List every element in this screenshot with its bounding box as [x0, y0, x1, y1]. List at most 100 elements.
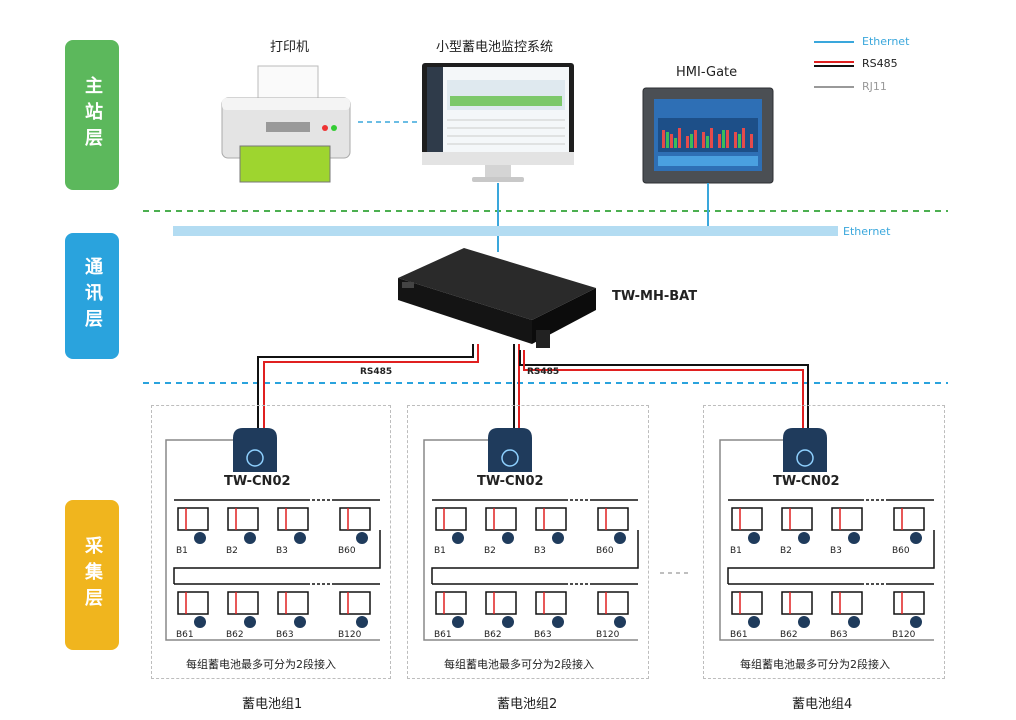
battery-label: B60	[892, 546, 910, 556]
battery-sensor-icon	[614, 616, 626, 628]
collector-status-icon	[796, 449, 814, 467]
battery-frame	[177, 591, 209, 615]
hmi-gate-icon	[642, 87, 774, 184]
battery-sensor-icon	[552, 616, 564, 628]
battery-label: B61	[434, 630, 452, 640]
battery-frame	[781, 591, 813, 615]
group-note-2: 每组蓄电池最多可分为2段接入	[444, 658, 594, 671]
battery-sensor-icon	[244, 532, 256, 544]
battery-frame	[831, 507, 863, 531]
battery-label: B3	[276, 546, 288, 556]
battery-sensor-icon	[356, 532, 368, 544]
battery-label: B1	[434, 546, 446, 556]
ethernet-bus	[173, 226, 838, 236]
group-note-4: 每组蓄电池最多可分为2段接入	[740, 658, 890, 671]
battery-sensor-icon	[848, 616, 860, 628]
collector-label-1: TW-CN02	[224, 474, 291, 489]
battery-label: B61	[730, 630, 748, 640]
row-link-wire	[431, 530, 639, 584]
battery-sensor-icon	[356, 616, 368, 628]
battery-label: B62	[780, 630, 798, 640]
battery-sensor-icon	[910, 616, 922, 628]
battery-frame	[277, 591, 309, 615]
battery-label: B1	[176, 546, 188, 556]
monitor-label: 小型蓄电池监控系统	[436, 40, 554, 55]
layer-tab-master: 主站层	[65, 40, 119, 190]
group-name-4: 蓄电池组4	[792, 697, 853, 712]
battery-sensor-icon	[798, 616, 810, 628]
battery-group-box-4	[703, 405, 945, 679]
battery-frame	[435, 507, 467, 531]
gateway-device-icon	[398, 248, 596, 348]
battery-label: B1	[730, 546, 742, 556]
battery-frame	[485, 591, 517, 615]
battery-frame	[597, 507, 629, 531]
rj11-bus	[423, 439, 638, 641]
row-link-wire	[727, 530, 935, 584]
battery-sensor-icon	[294, 616, 306, 628]
battery-label: B61	[176, 630, 194, 640]
battery-label: B2	[780, 546, 792, 556]
battery-label: B3	[830, 546, 842, 556]
collector-label-2: TW-CN02	[477, 474, 544, 489]
battery-frame	[781, 507, 813, 531]
rj11-bus	[719, 439, 934, 641]
battery-sensor-icon	[748, 532, 760, 544]
battery-frame	[435, 591, 467, 615]
battery-frame	[893, 507, 925, 531]
battery-label: B63	[276, 630, 294, 640]
collector-status-icon	[246, 449, 264, 467]
gateway-label: TW-MH-BAT	[612, 289, 698, 304]
layer-tab-collect-label: 采集层	[82, 536, 103, 614]
battery-sensor-icon	[452, 616, 464, 628]
battery-frame	[227, 507, 259, 531]
layer-tab-collect: 采集层	[65, 500, 119, 650]
battery-label: B62	[484, 630, 502, 640]
battery-label: B63	[534, 630, 552, 640]
battery-frame	[227, 591, 259, 615]
battery-sensor-icon	[194, 616, 206, 628]
printer-icon	[221, 65, 351, 183]
battery-label: B120	[338, 630, 362, 640]
layer-tab-master-label: 主站层	[82, 76, 103, 154]
battery-sensor-icon	[502, 532, 514, 544]
battery-frame	[597, 591, 629, 615]
battery-label: B120	[892, 630, 916, 640]
battery-label: B60	[338, 546, 356, 556]
battery-frame	[485, 507, 517, 531]
battery-sensor-icon	[552, 532, 564, 544]
collector-status-icon	[501, 449, 519, 467]
battery-label: B2	[484, 546, 496, 556]
battery-sensor-icon	[294, 532, 306, 544]
legend-rs485: RS485	[862, 57, 898, 70]
ethernet-bus-label: Ethernet	[843, 225, 891, 238]
group-name-2: 蓄电池组2	[497, 697, 558, 712]
rs485-left-label: RS485	[360, 367, 393, 377]
row-link-wire	[173, 530, 381, 584]
battery-frame	[893, 591, 925, 615]
layer-tab-comm: 通讯层	[65, 233, 119, 359]
group-name-1: 蓄电池组1	[242, 697, 303, 712]
battery-frame	[731, 507, 763, 531]
battery-group-box-2	[407, 405, 649, 679]
battery-label: B62	[226, 630, 244, 640]
battery-sensor-icon	[194, 532, 206, 544]
legend-rj11: RJ11	[862, 80, 887, 93]
battery-frame	[339, 507, 371, 531]
hmi-label: HMI-Gate	[676, 65, 738, 80]
battery-group-box-1	[151, 405, 391, 679]
rs485-trunk	[257, 344, 809, 432]
collector-label-4: TW-CN02	[773, 474, 840, 489]
battery-label: B120	[596, 630, 620, 640]
battery-frame	[535, 591, 567, 615]
battery-frame	[277, 507, 309, 531]
layer-tab-comm-label: 通讯层	[82, 257, 103, 335]
battery-label: B3	[534, 546, 546, 556]
monitor-icon	[422, 63, 574, 182]
battery-sensor-icon	[502, 616, 514, 628]
rj11-bus	[165, 439, 380, 641]
battery-sensor-icon	[244, 616, 256, 628]
battery-frame	[339, 591, 371, 615]
battery-sensor-icon	[848, 532, 860, 544]
